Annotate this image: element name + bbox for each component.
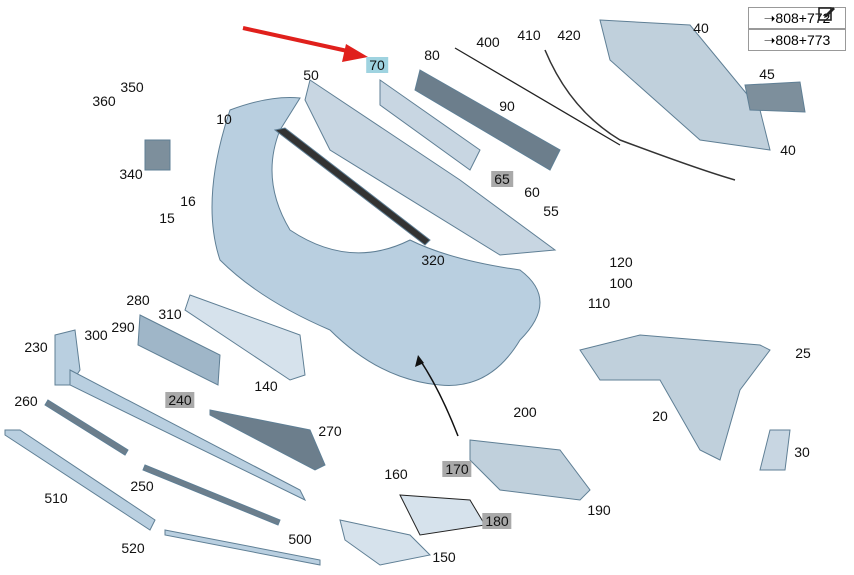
part-callout-190[interactable]: 190 — [587, 502, 611, 518]
part-callout-140[interactable]: 140 — [254, 378, 278, 394]
part-callout-110[interactable]: 110 — [587, 295, 611, 311]
part-grille-180[interactable] — [399, 494, 486, 536]
part-rail-400 — [454, 47, 621, 146]
part-seal-320[interactable] — [273, 127, 431, 246]
part-callout-250[interactable]: 250 — [130, 478, 154, 494]
part-callout-60[interactable]: 60 — [524, 184, 540, 200]
part-impact-absorber-40[interactable] — [599, 19, 771, 151]
part-callout-260[interactable]: 260 — [14, 393, 38, 409]
part-lip-510[interactable] — [4, 429, 156, 531]
part-callout-90[interactable]: 90 — [499, 98, 515, 114]
part-callout-100[interactable]: 100 — [609, 275, 633, 291]
part-lip-500[interactable] — [164, 529, 321, 566]
part-callout-10[interactable]: 10 — [216, 111, 232, 127]
part-callout-16[interactable]: 16 — [180, 193, 196, 209]
part-callout-500[interactable]: 500 — [288, 531, 312, 547]
part-grille-150[interactable] — [339, 519, 432, 566]
part-callout-300[interactable]: 300 — [84, 327, 108, 343]
part-callout-15[interactable]: 15 — [159, 210, 175, 226]
part-trim-270[interactable] — [209, 409, 326, 471]
part-callout-45[interactable]: 45 — [759, 66, 775, 82]
part-callout-420[interactable]: 420 — [557, 27, 581, 43]
part-callout-230[interactable]: 230 — [24, 339, 48, 355]
edit-icon[interactable] — [818, 4, 836, 22]
part-callout-55[interactable]: 55 — [543, 203, 559, 219]
part-callout-25[interactable]: 25 — [795, 345, 811, 361]
part-callout-80[interactable]: 80 — [424, 47, 440, 63]
part-trim-260[interactable] — [44, 399, 129, 456]
part-plate-holder[interactable] — [137, 314, 221, 386]
part-callout-290[interactable]: 290 — [111, 319, 135, 335]
part-spoiler-250-area[interactable] — [69, 369, 307, 502]
part-side-bracket-20[interactable] — [579, 334, 771, 461]
part-callout-40[interactable]: 40 — [693, 20, 709, 36]
part-callout-400[interactable]: 400 — [476, 34, 500, 50]
part-callout-320[interactable]: 320 — [421, 252, 445, 268]
part-trim-250[interactable] — [142, 464, 281, 526]
part-callout-340[interactable]: 340 — [119, 166, 143, 182]
part-callout-310[interactable]: 310 — [158, 306, 182, 322]
part-callout-270[interactable]: 270 — [318, 423, 342, 439]
reference-link-772[interactable]: ➝808+772 — [748, 7, 846, 29]
part-callout-70[interactable]: 70 — [366, 57, 388, 73]
reference-link-773[interactable]: ➝808+773 — [748, 29, 846, 51]
part-bracket-45[interactable] — [744, 81, 806, 113]
part-upper-grille[interactable] — [304, 79, 557, 256]
part-callout-520[interactable]: 520 — [121, 540, 145, 556]
part-frame-190[interactable] — [469, 439, 591, 501]
part-module-340[interactable] — [144, 139, 171, 171]
part-callout-240[interactable]: 240 — [165, 392, 195, 408]
part-bumper-cover[interactable] — [211, 97, 541, 386]
part-callout-410[interactable]: 410 — [517, 27, 541, 43]
part-callout-510[interactable]: 510 — [44, 490, 68, 506]
part-callout-30[interactable]: 30 — [794, 444, 810, 460]
part-callout-200[interactable]: 200 — [513, 404, 537, 420]
black-pointer-arrowhead — [415, 355, 424, 367]
part-callout-150[interactable]: 150 — [432, 549, 456, 565]
red-pointer-arrowhead — [342, 44, 368, 62]
part-wire-410[interactable] — [544, 49, 736, 181]
part-callout-40[interactable]: 40 — [780, 142, 796, 158]
part-callout-65[interactable]: 65 — [491, 171, 513, 187]
part-callout-170[interactable]: 170 — [442, 461, 472, 477]
black-pointer-arrow — [419, 359, 459, 437]
part-lower-grille[interactable] — [184, 294, 306, 381]
part-absorber-80[interactable] — [414, 69, 561, 171]
part-callout-180[interactable]: 180 — [482, 513, 512, 529]
part-callout-160[interactable]: 160 — [384, 466, 408, 482]
part-callout-50[interactable]: 50 — [303, 67, 319, 83]
part-callout-20[interactable]: 20 — [652, 408, 668, 424]
part-bracket-70[interactable] — [379, 79, 481, 171]
part-callout-120[interactable]: 120 — [609, 254, 633, 270]
red-pointer-arrow — [242, 26, 353, 54]
part-callout-360[interactable]: 360 — [92, 93, 116, 109]
part-callout-280[interactable]: 280 — [126, 292, 150, 308]
part-bracket-30[interactable] — [759, 429, 791, 471]
part-callout-350[interactable]: 350 — [120, 79, 144, 95]
